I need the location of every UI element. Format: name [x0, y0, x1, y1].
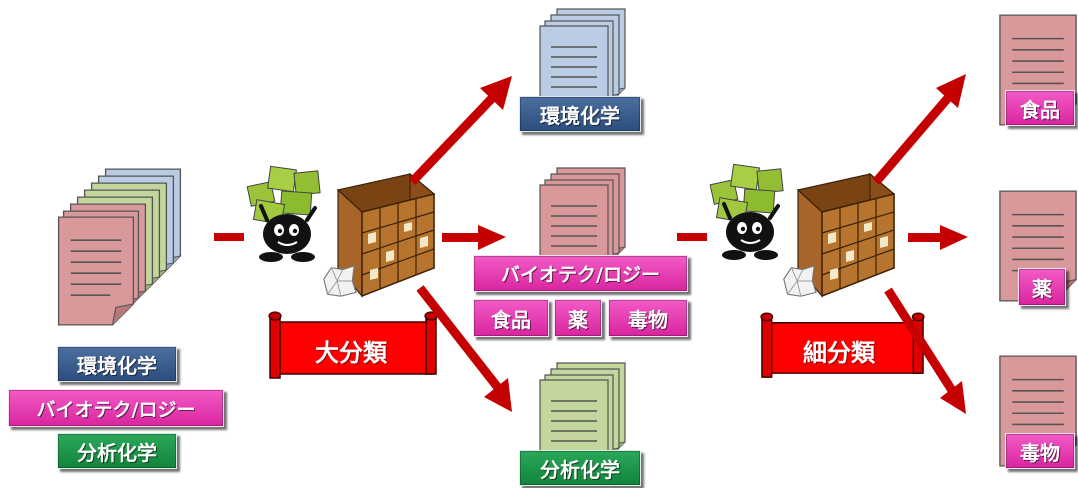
input-document-stack	[57, 168, 182, 326]
input-label-bio: バイオテク/ロジー	[8, 389, 224, 427]
output-label-bio: バイオテク/ロジー	[473, 255, 688, 292]
stage2-connector-dash	[677, 233, 707, 241]
carrier-character-2	[708, 162, 786, 260]
major-banner-label: 大分類	[315, 339, 387, 367]
paper-ball-icon-1	[323, 265, 357, 297]
major-arrows	[408, 76, 512, 412]
paper-ball-icon-2	[783, 265, 817, 297]
input-connector-dash	[214, 233, 244, 241]
output-label-food: 食品	[473, 299, 549, 337]
output-label-env: 環境化学	[519, 96, 641, 132]
output-label-ana: 分析化学	[519, 450, 641, 486]
final-label-drug: 薬	[1018, 268, 1066, 306]
final-label-food: 食品	[1005, 90, 1075, 126]
input-label-ana: 分析化学	[57, 433, 177, 469]
minor-arrows	[872, 74, 968, 414]
input-label-env: 環境化学	[57, 346, 177, 382]
minor-banner-label: 細分類	[803, 339, 875, 367]
output-label-drug: 薬	[554, 299, 602, 337]
carrier-character-1	[245, 164, 323, 262]
output-label-poison: 毒物	[608, 299, 688, 337]
final-label-poison: 毒物	[1005, 433, 1075, 469]
